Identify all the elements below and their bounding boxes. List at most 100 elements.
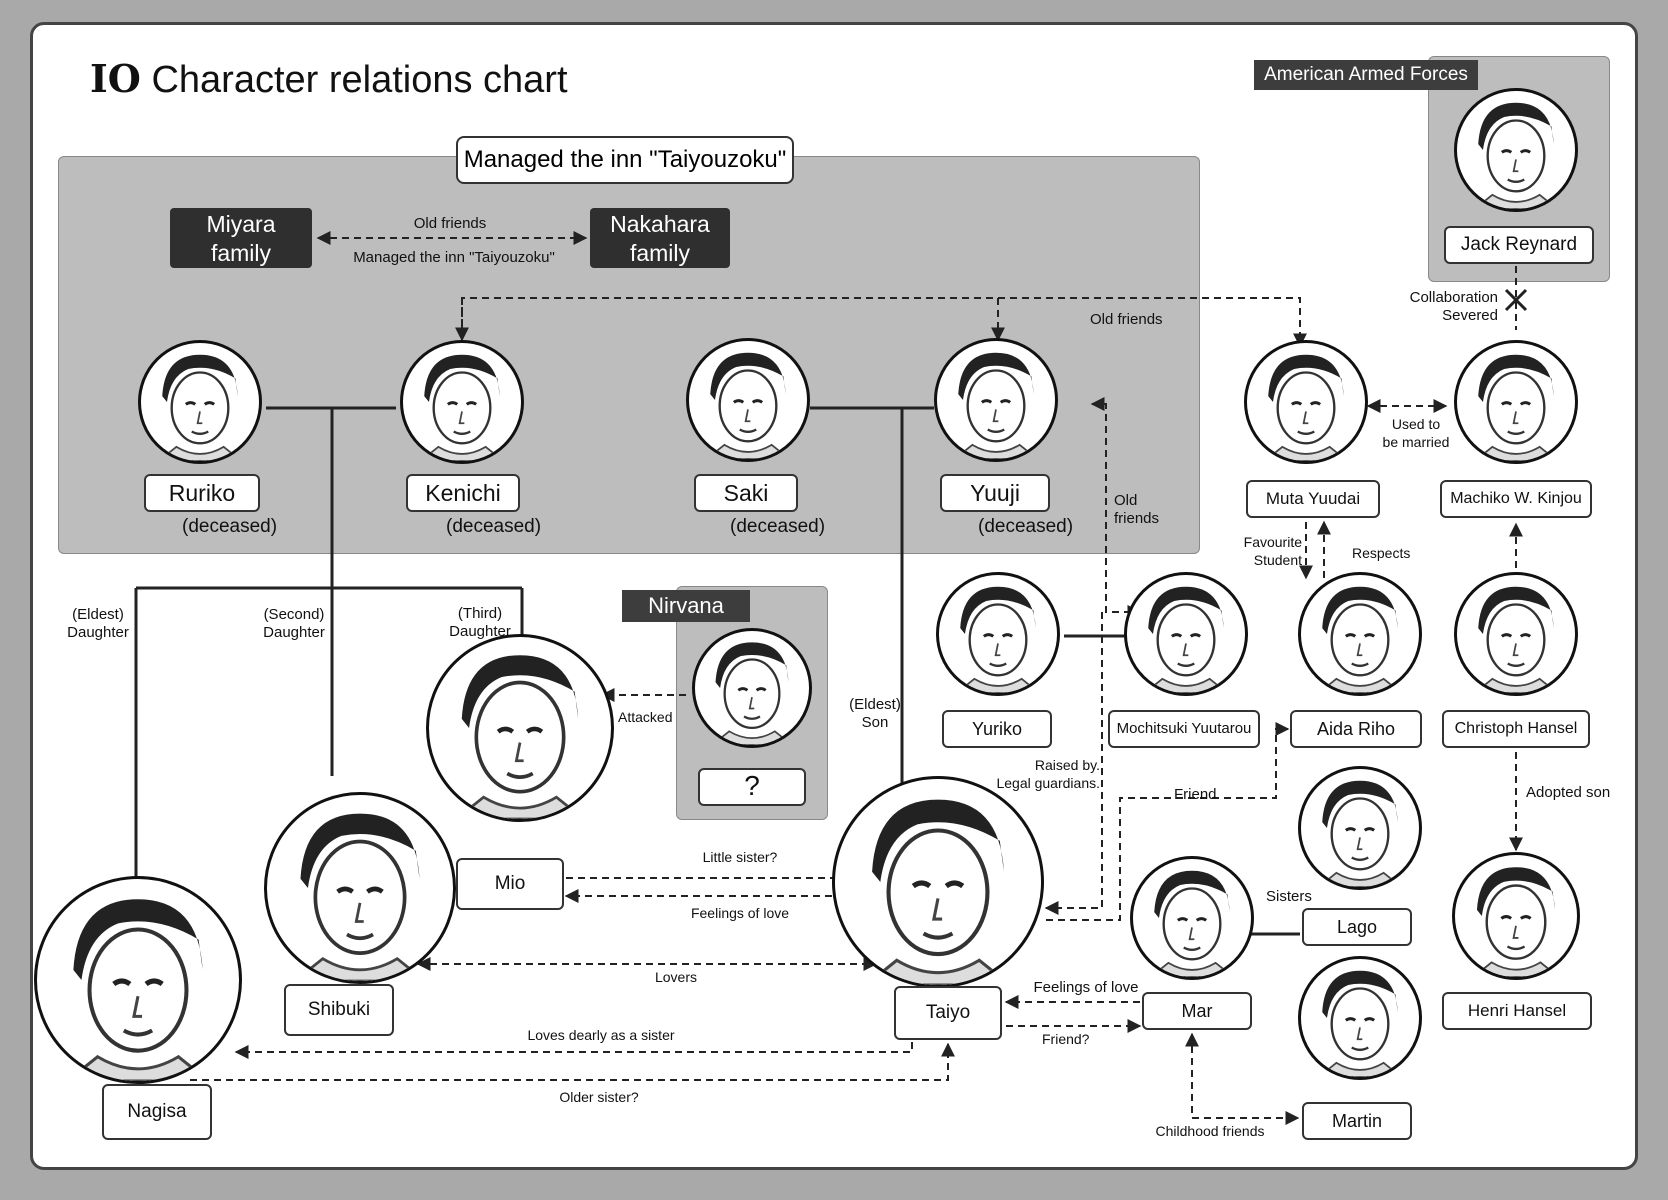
label-little-sister: Little sister? xyxy=(702,849,778,865)
face-sketch xyxy=(1317,970,1403,1077)
portrait-aida xyxy=(1298,572,1422,696)
name-lago: Lago xyxy=(1302,908,1412,946)
portrait-mochitsuki xyxy=(1124,572,1248,696)
nirvana-tag: Nirvana xyxy=(622,590,750,622)
nakahara-family-box: Nakahara family xyxy=(590,208,730,268)
portrait-kenichi xyxy=(400,340,524,464)
loves-dearly-line xyxy=(234,1042,913,1059)
label-eldest-son: (Eldest) Son xyxy=(849,696,901,731)
label-respects: Respects xyxy=(1352,545,1411,561)
label-feelings-of-love-mar: Feelings of love xyxy=(1033,979,1139,996)
childhood-friends-line xyxy=(1185,1032,1300,1125)
name-ruriko: Ruriko xyxy=(144,474,260,512)
name-machiko-kinjou: Machiko W. Kinjou xyxy=(1440,480,1592,518)
label-sisters: Sisters xyxy=(1266,888,1312,905)
miyara-family-box: Miyara family xyxy=(170,208,312,268)
severed-x-b xyxy=(1504,288,1528,312)
face-sketch xyxy=(863,799,1013,985)
name-christoph-hansel: Christoph Hansel xyxy=(1442,710,1590,748)
title-text: Character relations chart xyxy=(151,59,568,101)
name-muta-yuudai: Muta Yuudai xyxy=(1246,480,1380,518)
label-favourite-student: Favourite Student xyxy=(1243,534,1302,568)
name-unknown: ? xyxy=(698,768,806,806)
name-yuriko: Yuriko xyxy=(942,710,1052,748)
portrait-saki xyxy=(686,338,810,462)
label-eldest-daughter: (Eldest) Daughter xyxy=(67,606,129,641)
name-aida-riho: Aida Riho xyxy=(1290,710,1422,748)
families-old-friends-label: Old friends xyxy=(413,215,487,232)
label-attacked: Attacked xyxy=(618,709,673,725)
portrait-machiko xyxy=(1454,340,1578,464)
label-friend-question: Friend? xyxy=(1042,1031,1090,1047)
inn-panel-heading: Managed the inn "Taiyouzoku" xyxy=(456,136,794,184)
name-jack-reynard: Jack Reynard xyxy=(1444,226,1594,264)
portrait-shibuki xyxy=(264,792,456,984)
label-old-friends-top: Old friends xyxy=(1090,311,1163,328)
label-adopted-son: Adopted son xyxy=(1526,784,1611,801)
american-forces-tag: American Armed Forces xyxy=(1254,60,1478,90)
portrait-martin xyxy=(1298,956,1422,1080)
face-sketch xyxy=(64,899,212,1081)
portrait-muta xyxy=(1244,340,1368,464)
portrait-jack xyxy=(1454,88,1578,212)
portrait-lago xyxy=(1298,766,1422,890)
portrait-taiyo xyxy=(832,776,1044,988)
name-mar: Mar xyxy=(1142,992,1252,1030)
face-sketch xyxy=(1317,780,1403,887)
name-saki: Saki xyxy=(694,474,798,512)
portrait-ruriko xyxy=(138,340,262,464)
face-sketch xyxy=(157,354,243,461)
label-raised-by: Raised by. Legal guardians. xyxy=(996,757,1100,791)
name-mochitsuki-yuutarou: Mochitsuki Yuutarou xyxy=(1108,710,1260,748)
face-sketch xyxy=(705,352,791,459)
face-sketch xyxy=(1317,586,1403,693)
yuuji-mochitsuki-line xyxy=(1090,397,1142,619)
face-sketch xyxy=(454,655,586,819)
portrait-mio xyxy=(426,634,614,822)
face-sketch xyxy=(1143,586,1229,693)
name-yuuji: Yuuji xyxy=(940,474,1050,512)
label-older-sister: Older sister? xyxy=(559,1089,639,1105)
deceased-saki: (deceased) xyxy=(730,516,826,537)
name-shibuki: Shibuki xyxy=(284,984,394,1036)
label-loves-dearly: Loves dearly as a sister xyxy=(527,1027,675,1043)
face-sketch xyxy=(955,586,1041,693)
old-friends-top-line xyxy=(461,297,1307,350)
older-sister-line xyxy=(190,1042,955,1081)
label-old-friends-side: Old friends xyxy=(1114,492,1160,527)
families-managed-inn-label: Managed the inn "Taiyouzoku" xyxy=(353,249,555,266)
deceased-yuuji: (deceased) xyxy=(978,516,1074,537)
title-prefix: IO xyxy=(90,56,141,101)
face-sketch xyxy=(1263,354,1349,461)
portrait-mar xyxy=(1130,856,1254,980)
face-sketch xyxy=(1473,102,1559,209)
deceased-ruriko: (deceased) xyxy=(182,516,278,537)
label-used-to-be-married: Used to be married xyxy=(1382,416,1450,450)
portrait-nirvana-member xyxy=(692,628,812,748)
face-sketch xyxy=(1471,867,1561,977)
name-martin: Martin xyxy=(1302,1102,1412,1140)
page-title: IO Character relations chart xyxy=(90,56,568,102)
raised-by-line xyxy=(1044,612,1103,915)
name-nagisa: Nagisa xyxy=(102,1084,212,1140)
portrait-henri xyxy=(1452,852,1580,980)
face-sketch xyxy=(1149,870,1235,977)
label-collaboration-severed: Collaboration Severed xyxy=(1409,289,1498,324)
name-henri-hansel: Henri Hansel xyxy=(1442,992,1592,1030)
portrait-yuriko xyxy=(936,572,1060,696)
nakahara-family-label: Nakahara family xyxy=(610,211,710,266)
face-sketch xyxy=(1473,354,1559,461)
label-childhood-friends: Childhood friends xyxy=(1155,1123,1265,1139)
portrait-nagisa xyxy=(34,876,242,1084)
label-third-daughter: (Third) Daughter xyxy=(449,605,511,640)
deceased-kenichi: (deceased) xyxy=(446,516,542,537)
label-friend: Friend xyxy=(1174,786,1217,803)
face-sketch xyxy=(1473,586,1559,693)
face-sketch xyxy=(710,642,794,745)
face-sketch xyxy=(292,813,428,981)
label-feelings-of-love-mio: Feelings of love xyxy=(690,905,790,921)
label-second-daughter: (Second) Daughter xyxy=(263,606,325,641)
face-sketch xyxy=(419,354,505,461)
friend-line xyxy=(1046,722,1290,921)
